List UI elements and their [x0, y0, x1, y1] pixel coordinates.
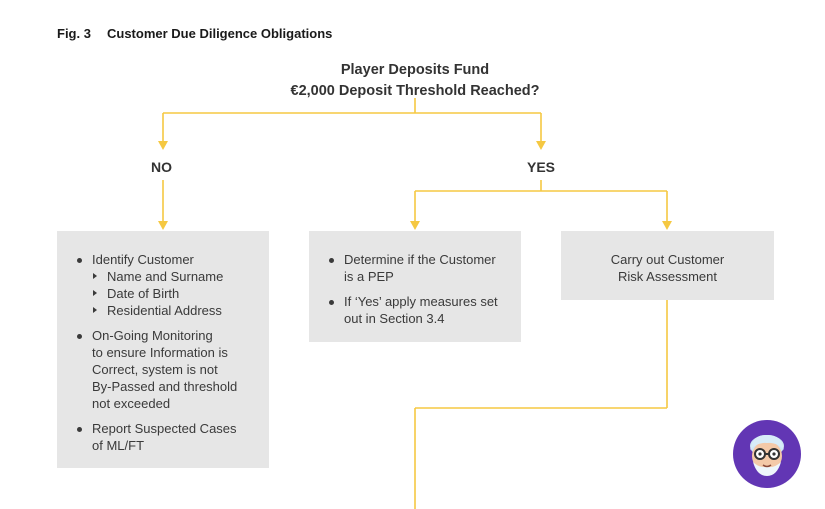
bullet-dot-icon [77, 427, 82, 432]
sub-item-address: Residential Address [93, 302, 222, 319]
bullet-ongoing-monitoring: On-Going Monitoring to ensure Informatio… [77, 327, 257, 412]
arrowhead-risk-box [662, 221, 672, 230]
bullet-dot-icon [329, 258, 334, 263]
bullet-determine-pep: Determine if the Customer is a PEP [329, 251, 509, 285]
risk-line: Risk Assessment [618, 269, 717, 284]
bullet-dot-icon [77, 258, 82, 263]
bullet-identify-customer: Identify Customer [77, 251, 257, 268]
arrowhead-pep-box [410, 221, 420, 230]
pep-line: is a PEP [344, 269, 394, 284]
risk-assessment-box: Carry out Customer Risk Assessment [561, 231, 774, 300]
pep-line: Determine if the Customer [344, 252, 496, 267]
monitoring-line: not exceeded [92, 396, 171, 411]
sub-arrow-icon [93, 290, 97, 296]
pep-line: If ‘Yes’ apply measures set [344, 294, 498, 309]
decision-question-line2: €2,000 Deposit Threshold Reached? [290, 83, 540, 99]
sub-arrow-icon [93, 307, 97, 313]
decision-question: Player Deposits Fund €2,000 Deposit Thre… [240, 60, 590, 102]
arrowhead-yes [536, 141, 546, 150]
mascot-logo-icon [733, 420, 801, 488]
monitoring-line: Correct, system is not [92, 362, 218, 377]
monitoring-line: On-Going Monitoring [92, 328, 213, 343]
sub-arrow-icon [93, 273, 97, 279]
branch-yes-label: YES [527, 159, 556, 175]
risk-line: Carry out Customer [610, 252, 725, 267]
report-line: of ML/FT [92, 438, 145, 453]
bullet-dot-icon [77, 334, 82, 339]
bullet-report-suspected: Report Suspected Cases of ML/FT [77, 420, 257, 454]
bullet-apply-measures: If ‘Yes’ apply measures set out in Secti… [329, 293, 509, 327]
figure-label: Fig. 3 [57, 26, 91, 41]
sub-item-dob: Date of Birth [93, 285, 179, 302]
bullet-dot-icon [329, 300, 334, 305]
decision-question-line1: Player Deposits Fund [340, 62, 490, 78]
sub-item-name: Name and Surname [93, 268, 223, 285]
risk-assessment-text: Carry out Customer Risk Assessment [561, 251, 774, 285]
pep-box: Determine if the Customer is a PEP If ‘Y… [309, 231, 521, 342]
figure-title: Customer Due Diligence Obligations [107, 26, 333, 41]
no-branch-box: Identify Customer Name and Surname Date … [57, 231, 269, 468]
arrowhead-no-box [158, 221, 168, 230]
branch-no-label: NO [151, 159, 172, 175]
arrowhead-no [158, 141, 168, 150]
pep-line: out in Section 3.4 [344, 311, 445, 326]
monitoring-line: By-Passed and threshold [92, 379, 238, 394]
mascot-face-icon [750, 434, 784, 476]
report-line: Report Suspected Cases [92, 421, 237, 436]
monitoring-line: to ensure Information is [92, 345, 228, 360]
